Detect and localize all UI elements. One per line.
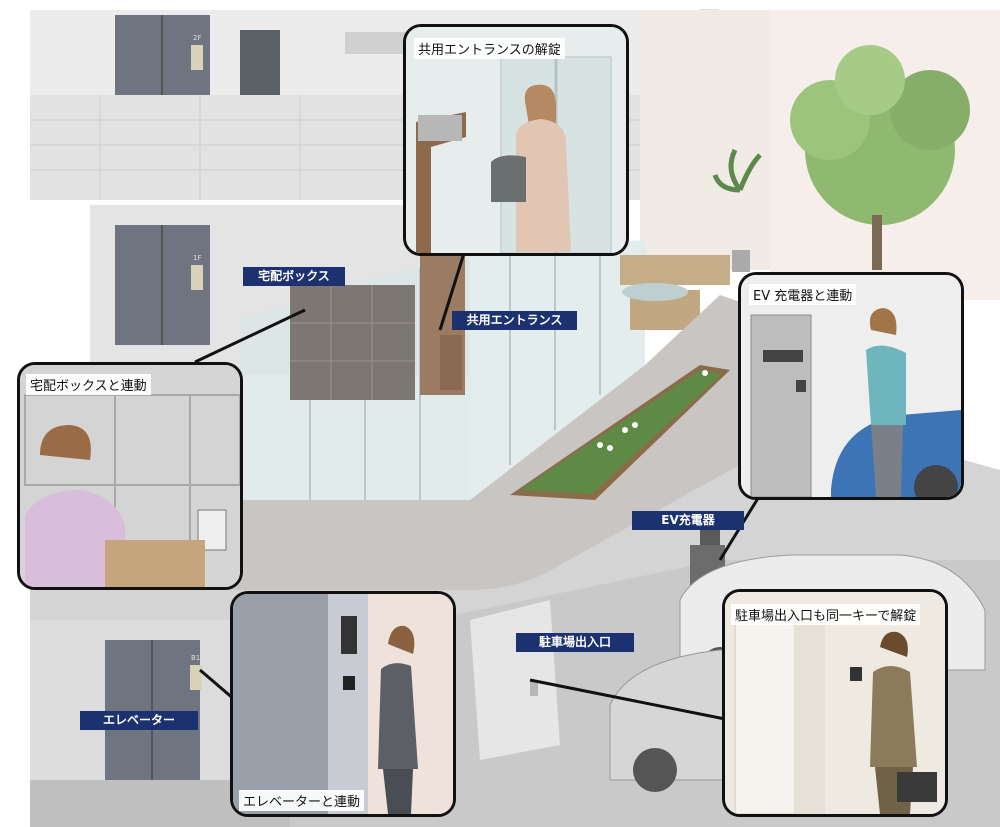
floor-sign-1f: 1F [193, 254, 201, 262]
callout-parking-unlock: 駐車場出入口も同一キーで解錠 [722, 589, 948, 817]
elevator-link-illustration [233, 594, 453, 814]
callout-elevator-link-title: エレベーターと連動 [239, 790, 365, 811]
callout-entrance-unlock: 共用エントランスの解錠 [403, 24, 629, 256]
callout-ev-link-title: EV 充電器と連動 [749, 284, 857, 305]
label-ev-charger: EV充電器 [632, 511, 744, 530]
ev-link-illustration [741, 275, 961, 497]
delivery-link-illustration [20, 365, 240, 587]
label-common-entrance: 共用エントランス [452, 311, 577, 330]
callout-entrance-unlock-title: 共用エントランスの解錠 [414, 38, 565, 59]
callout-elevator-link: エレベーターと連動 [230, 591, 456, 817]
label-delivery-box: 宅配ボックス [243, 267, 345, 286]
label-elevator: エレベーター [80, 711, 198, 730]
label-parking-gate: 駐車場出入口 [516, 633, 634, 652]
parking-unlock-illustration [725, 592, 945, 814]
callout-ev-link: EV 充電器と連動 [738, 272, 964, 500]
callout-delivery-link-title: 宅配ボックスと連動 [26, 374, 151, 395]
entrance-unlock-illustration [406, 27, 626, 253]
floor-sign-2f: 2F [193, 34, 201, 42]
callout-delivery-link: 宅配ボックスと連動 [17, 362, 243, 590]
callout-parking-unlock-title: 駐車場出入口も同一キーで解錠 [731, 604, 921, 625]
floor-sign-b1: B1 [191, 654, 200, 662]
